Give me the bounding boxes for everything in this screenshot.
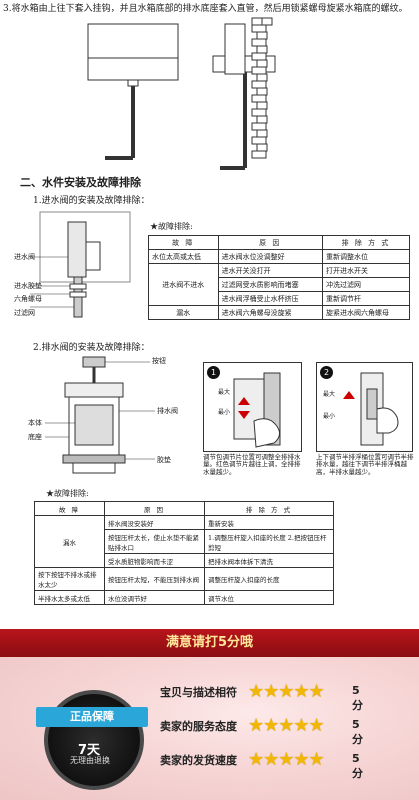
table-cell: 冲洗过滤网 [321, 277, 411, 292]
table-cell: 半排水太多或太低 [34, 590, 105, 605]
step3-text: 3.将水箱由上往下套入挂钩，并且水箱底部的排水底座套入直管，然后用锁紧螺母旋紧水… [3, 4, 408, 14]
mark-max: 最大 [323, 391, 336, 398]
label-base: 底座 [28, 433, 42, 441]
table-cell: 重新调节杆 [321, 291, 411, 306]
step1-caption: 调节包调节片位置可调整全排排水量。红色调节片越往上调，全排排水量越少。 [203, 453, 301, 476]
table-row: 水位太高或太低 进水阀水位没调整好 重新调整水位 [148, 249, 411, 264]
table-row: 按下按钮不排水或排水太少 按钮压杆太短，不能压到排水阀 调整压杆旋入扣座的长度 [34, 567, 334, 591]
mark-min: 最小 [323, 413, 336, 420]
table-cell: 排水阀没安装好 [104, 515, 205, 530]
table-row: 半排水太多或太低 水位没调节好 调节水位 [34, 590, 334, 605]
table-cell: 进水阀浮桶受止水杯挤压 [217, 291, 323, 306]
table-cell: 打开进水开关 [321, 263, 411, 278]
drain-valve-illustration [45, 356, 155, 474]
label-gasket: 胶垫 [157, 456, 171, 464]
hand-adjust-illustration [233, 372, 281, 448]
rating-label: 卖家的发货速度 [160, 754, 237, 767]
table-cell: 漏水 [34, 515, 105, 568]
mark-max: 最大 [218, 389, 231, 396]
banner-body: 正品保障 7天 无理由退换 宝贝与描述相符 ★★★★★ 5分 卖家的服务态度 ★… [0, 657, 419, 800]
table-cell: 调整压杆旋入扣座的长度 [204, 567, 334, 591]
rating-label: 卖家的服务态度 [160, 720, 237, 733]
table-cell: 按钮压杆太短，不能压到排水阀 [104, 567, 205, 591]
table-cell: 进水开关没打开 [217, 263, 323, 278]
table-cell: 按钮压杆太长，使止水垫不能紧贴排水口 [104, 529, 205, 554]
table-cell: 重新安装 [204, 515, 334, 530]
table-cell: 漏水 [148, 305, 219, 320]
table-header: 故 障 [34, 501, 105, 516]
table-cell: 重新调整水位 [321, 249, 411, 264]
inlet-table-title: ★故障排除: [150, 222, 193, 231]
table-cell: 1.调整压杆旋入扣座的长度 2.把按钮压杆剪短 [204, 529, 334, 554]
table-cell: 水位太高或太低 [148, 249, 219, 264]
table-header: 原 因 [104, 501, 205, 516]
table-row: 漏水 排水阀没安装好 重新安装 [34, 515, 334, 568]
label-drain-valve: 排水阀 [157, 407, 178, 415]
table-cell: 进水阀六角螺母没旋紧 [217, 305, 323, 320]
badge-sub: 无理由退换 [70, 756, 110, 765]
star-icons: ★★★★★ [248, 749, 325, 770]
tank-install-illustration [87, 17, 276, 170]
table-row: 漏水 进水阀六角螺母没旋紧 旋紧进水阀六角螺母 [148, 305, 411, 320]
table-header-row: 故 障 原 因 排 除 方 式 [34, 501, 334, 516]
step-number: 1 [207, 366, 220, 379]
rating-score: 5分 [352, 684, 363, 712]
label-body: 本体 [28, 419, 42, 427]
label-filter: 过滤网 [14, 309, 35, 317]
drain-fault-table: 故 障 原 因 排 除 方 式 漏水 排水阀没安装好 重新安装 按钮压杆太长，使… [34, 501, 334, 605]
table-cell: 把排水阀本体拆下清洗 [204, 553, 334, 568]
table-cell: 调节水位 [204, 590, 334, 605]
inlet-subtitle: 1.进水阀的安装及故障排除： [33, 196, 150, 206]
table-row: 按钮压杆太长，使止水垫不能紧贴排水口 1.调整压杆旋入扣座的长度 2.把按钮压杆… [35, 529, 334, 554]
inlet-fault-table: 故 障 原 因 排 除 方 式 水位太高或太低 进水阀水位没调整好 重新调整水位… [148, 235, 411, 320]
badge-ribbon: 正品保障 [36, 707, 148, 727]
step-number: 2 [320, 366, 333, 379]
table-cell: 过滤网受水质影响而堵塞 [217, 277, 323, 292]
rating-label: 宝贝与描述相符 [160, 686, 237, 699]
rating-score: 5分 [352, 752, 363, 780]
float-adjust-illustration [343, 372, 399, 446]
badge-days: 7天 [78, 743, 101, 758]
table-header: 排 除 方 式 [204, 501, 334, 516]
mark-min: 最小 [218, 409, 231, 416]
table-row: 进水阀不进水 进水开关没打开 打开进水开关 [148, 263, 411, 306]
section-title: 二、水件安装及故障排除 [20, 176, 141, 189]
star-icons: ★★★★★ [248, 715, 325, 736]
rating-score: 5分 [352, 718, 363, 746]
table-header-row: 故 障 原 因 排 除 方 式 [148, 235, 411, 250]
star-icons: ★★★★★ [248, 681, 325, 702]
rating-banner: 满意请打5分哦 正品保障 7天 无理由退换 宝贝与描述相符 ★★★★★ 5分 卖… [0, 629, 419, 800]
table-cell: 受水质脏物影响而卡涩 [104, 553, 205, 568]
adjust-step-1-panel: 1 最大 最小 [203, 362, 302, 452]
step2-caption: 上下调节半排浮桶位置可调节半排排水量，越往下调节半排浮桶越高，半排水量越少。 [316, 453, 414, 476]
inlet-valve-illustration [30, 211, 131, 318]
table-header: 原 因 [217, 235, 323, 250]
label-inlet-gasket: 进水胶垫 [14, 282, 42, 290]
table-cell: 水位没调节好 [104, 590, 205, 605]
table-cell: 进水阀水位没调整好 [217, 249, 323, 264]
table-cell: 进水阀不进水 [148, 263, 219, 306]
table-cell: 旋紧进水阀六角螺母 [321, 305, 411, 320]
label-button: 按钮 [152, 357, 166, 365]
table-header: 故 障 [148, 235, 219, 250]
banner-title: 满意请打5分哦 [0, 629, 419, 657]
adjust-step-2-panel: 2 最大 最小 [316, 362, 413, 452]
guarantee-badge [44, 690, 144, 790]
drain-table-title: ★故障排除: [46, 489, 89, 498]
table-row: 过滤网受水质影响而堵塞 冲洗过滤网 [149, 277, 411, 292]
label-hex-nut: 六角螺母 [14, 295, 42, 303]
drain-subtitle: 2.排水阀的安装及故障排除： [33, 343, 150, 353]
table-cell: 按下按钮不排水或排水太少 [34, 567, 105, 591]
label-inlet-valve: 进水阀 [14, 253, 35, 261]
table-header: 排 除 方 式 [321, 235, 411, 250]
